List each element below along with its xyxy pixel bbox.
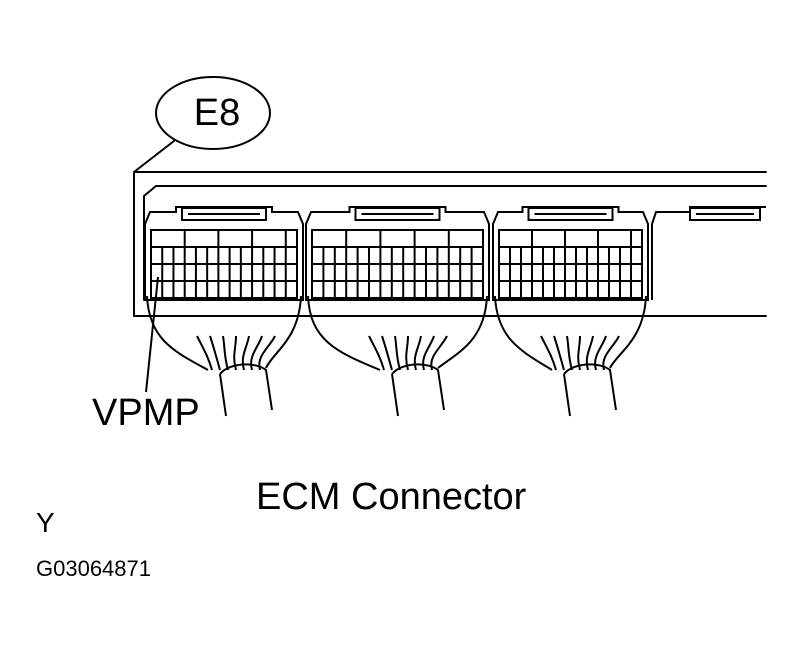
harness-boot — [307, 295, 488, 371]
connector-id-callout — [155, 76, 271, 150]
harness-wire — [394, 335, 401, 371]
harness-wire — [196, 335, 213, 371]
harness-wire — [594, 335, 607, 371]
harness-wire — [250, 335, 263, 371]
ecu-housing — [133, 171, 767, 317]
harness-wire — [540, 335, 557, 371]
harness-wire — [405, 335, 409, 371]
harness-wire — [585, 335, 594, 371]
cable-sleeve — [219, 363, 273, 417]
view-letter: Y — [36, 507, 55, 538]
harness-wire — [566, 335, 573, 371]
harness-wire — [413, 335, 422, 371]
harness-wire — [241, 335, 250, 371]
cable-sleeve — [391, 363, 445, 417]
harness-wire — [209, 335, 221, 371]
housing-inner-edge — [143, 185, 767, 197]
harness-wire — [577, 335, 581, 371]
harness-wire — [381, 335, 393, 371]
harness-wire — [368, 335, 385, 371]
harness-wire — [233, 335, 237, 371]
harness-wire — [422, 335, 435, 371]
pin-name-label: VPMP — [92, 392, 200, 434]
harness-wire — [430, 335, 448, 371]
diagram-caption: ECM Connector — [256, 476, 527, 518]
callout-leader — [133, 140, 175, 173]
harness-wire — [222, 335, 229, 371]
harness-boot — [494, 295, 647, 371]
harness-boot — [146, 295, 302, 371]
harness-wire — [553, 335, 565, 371]
figure-code: G03064871 — [36, 556, 151, 581]
cable-sleeve — [563, 363, 617, 417]
connector-id-label: E8 — [193, 92, 241, 134]
pin-pointer-line — [145, 276, 159, 393]
